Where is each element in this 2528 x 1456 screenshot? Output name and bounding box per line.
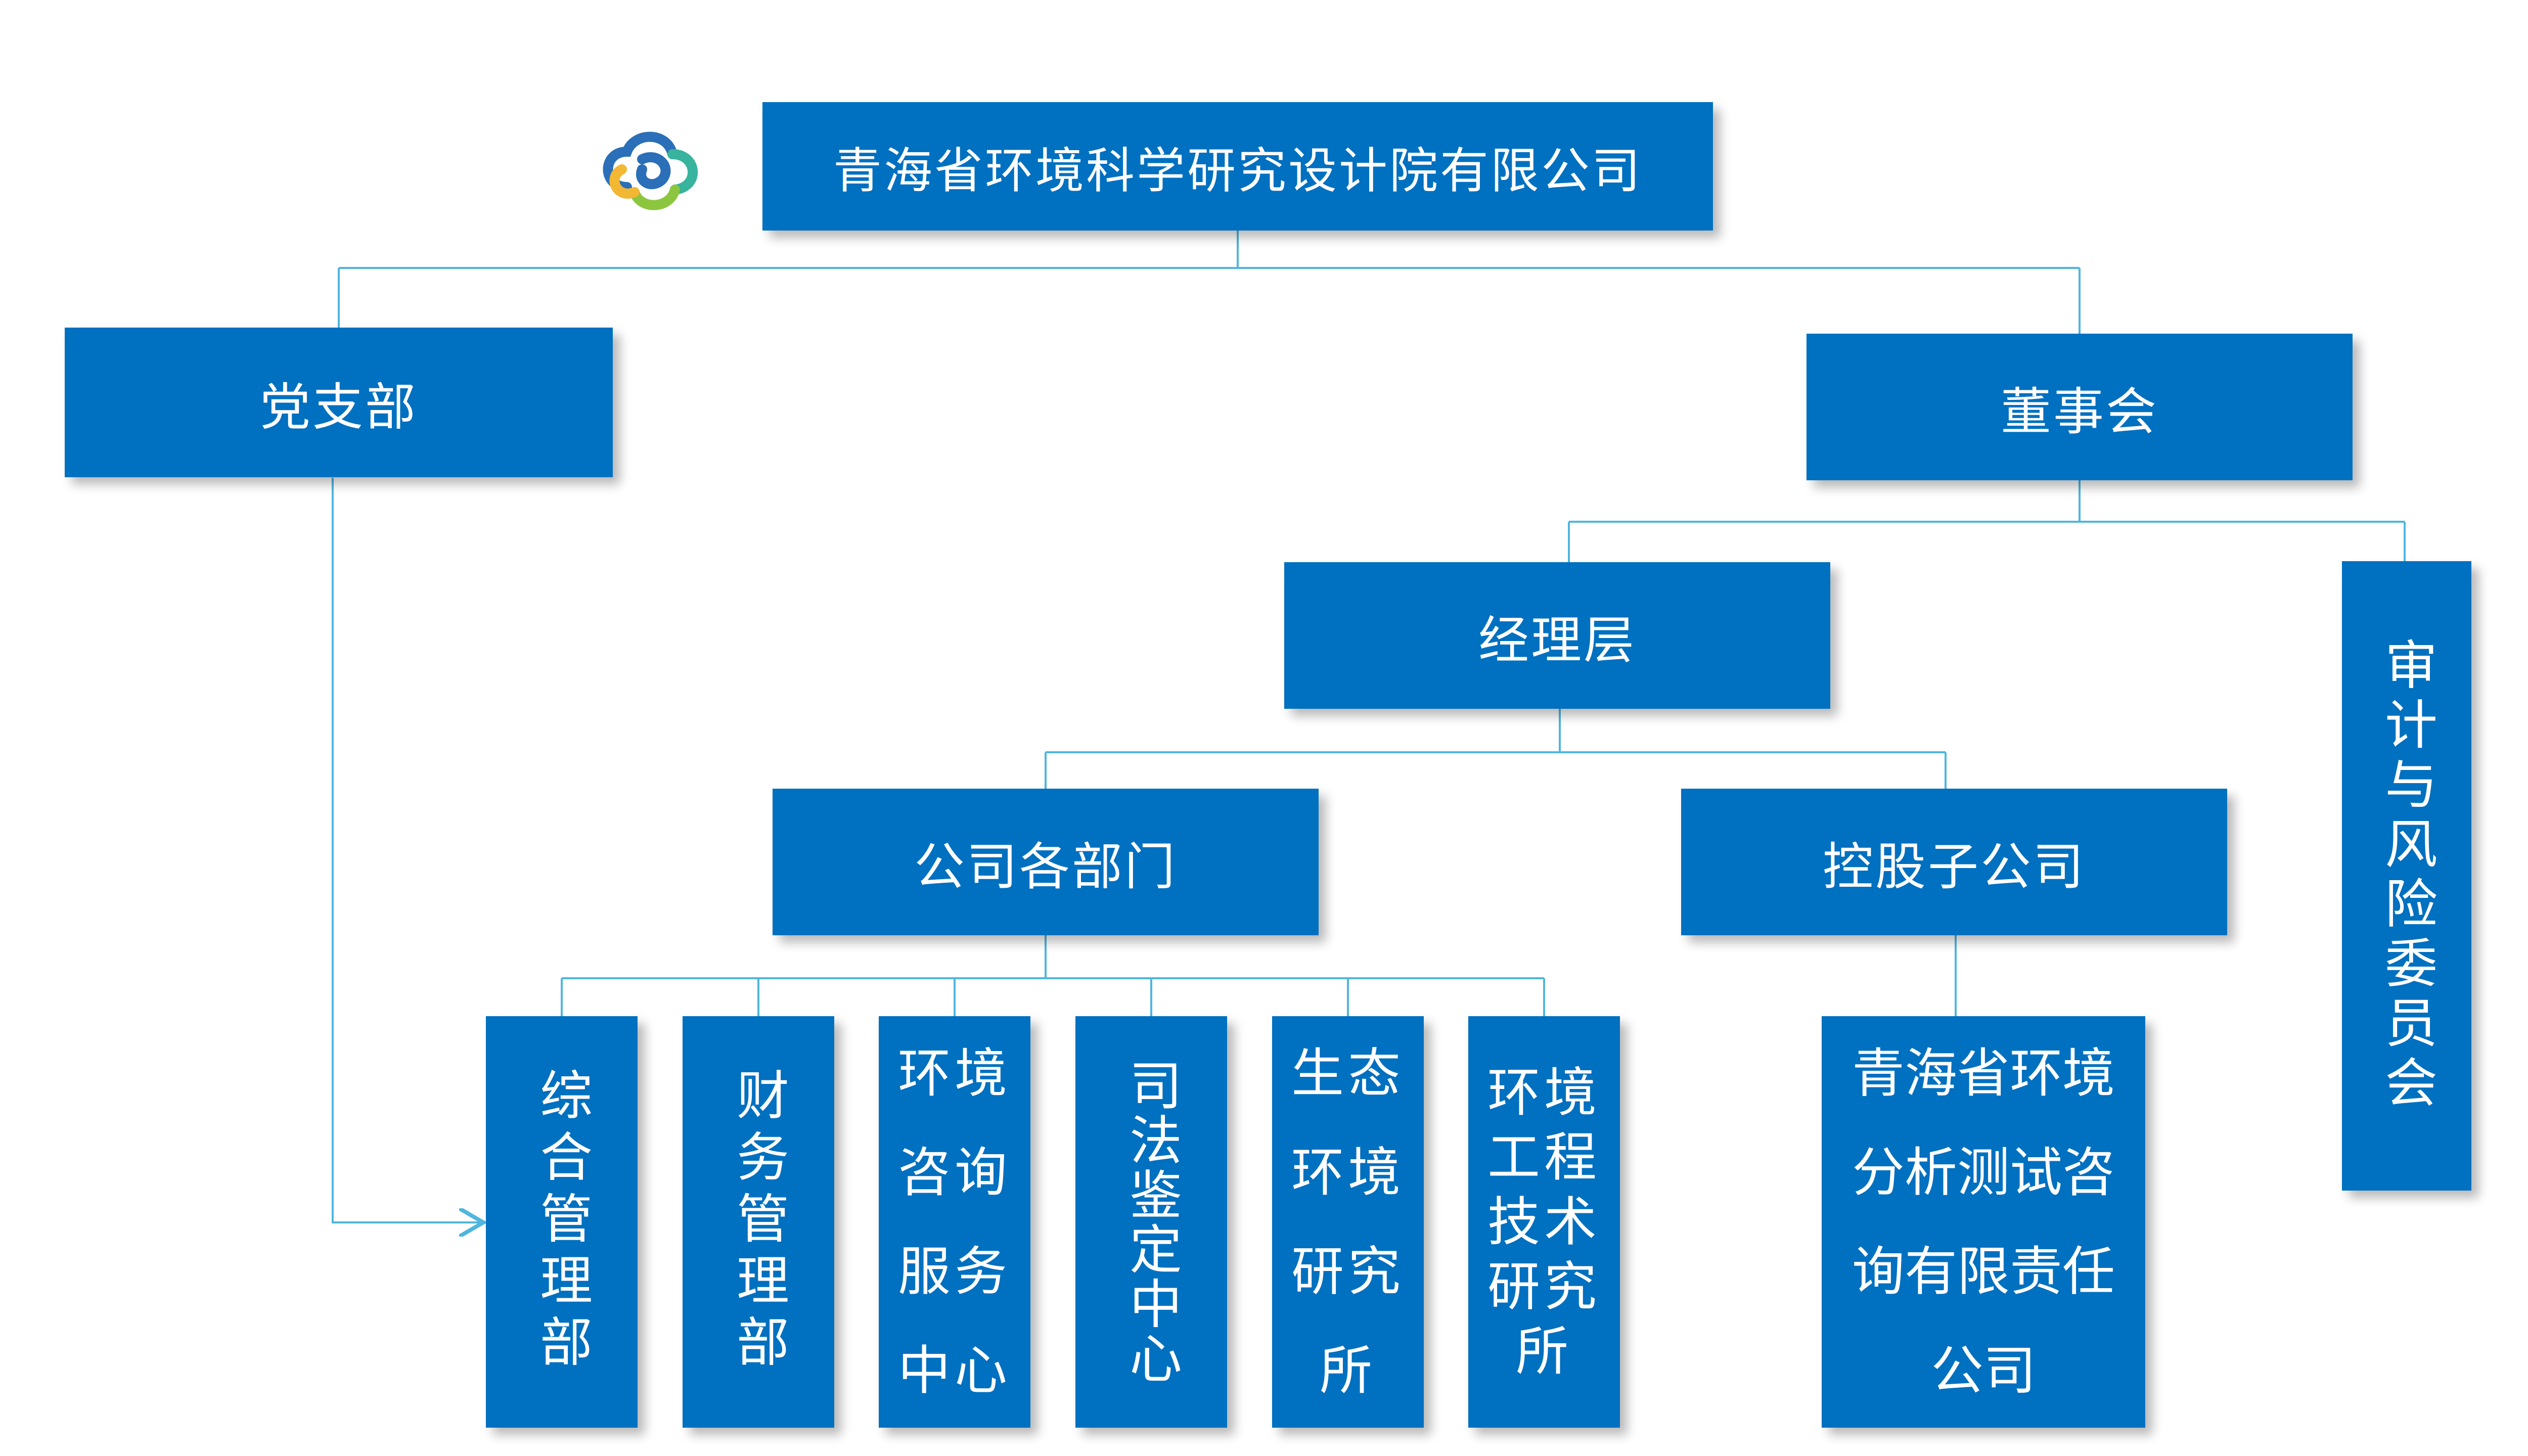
dept-label: 环境工程技术研究所 (1487, 1062, 1601, 1382)
management-label: 经理层 (1478, 610, 1636, 670)
dept-finance-box: 财务管理部 (683, 1016, 834, 1428)
party-branch-box: 党支部 (65, 328, 613, 477)
dept-label: 司法鉴定中心 (1120, 1058, 1182, 1386)
audit-committee-box: 审计与风险委员会 (2342, 561, 2471, 1191)
connector-management (1045, 709, 1947, 789)
board-label: 董事会 (2001, 382, 2158, 441)
dept-label: 综合管理部 (530, 1068, 593, 1376)
board-box: 董事会 (1807, 334, 2353, 480)
subsidiaries-label: 控股子公司 (1823, 837, 2086, 896)
departments-box: 公司各部门 (773, 789, 1319, 935)
audit-committee-label: 审计与风险委员会 (2375, 637, 2437, 1115)
company-logo-icon (603, 131, 698, 210)
subsidiary-company-box: 青海省环境 分析测试咨 询有限责任 公司 (1822, 1016, 2145, 1428)
connector-root (338, 231, 2081, 334)
dept-forensic-center-box: 司法鉴定中心 (1075, 1016, 1227, 1428)
connector-party-arrow (332, 478, 483, 1222)
dept-engineering-institute-box: 环境工程技术研究所 (1468, 1016, 1620, 1428)
departments-label: 公司各部门 (914, 837, 1177, 896)
management-box: 经理层 (1284, 562, 1830, 709)
dept-eco-institute-box: 生态环境研究所 (1272, 1016, 1424, 1428)
subsidiary-company-label: 青海省环境 分析测试咨 询有限责任 公司 (1852, 1042, 2115, 1401)
connector-departments (561, 935, 1545, 1016)
root-company-box: 青海省环境科学研究设计院有限公司 (762, 102, 1713, 231)
root-company-label: 青海省环境科学研究设计院有限公司 (833, 142, 1642, 199)
dept-label: 环境咨询服务中心 (897, 1042, 1011, 1401)
subsidiaries-box: 控股子公司 (1681, 789, 2227, 935)
party-branch-label: 党支部 (260, 377, 418, 437)
dept-label: 生态环境研究所 (1291, 1042, 1405, 1401)
dept-consulting-center-box: 环境咨询服务中心 (879, 1016, 1030, 1428)
dept-general-management-box: 综合管理部 (486, 1016, 638, 1428)
connector-board (1568, 480, 2406, 562)
dept-label: 财务管理部 (727, 1068, 789, 1376)
